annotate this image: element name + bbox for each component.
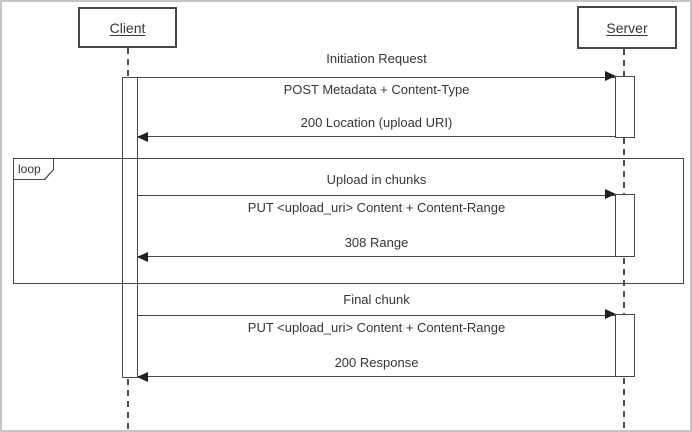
actor-box-server: Server	[577, 6, 677, 49]
request-arrowhead-icon	[605, 189, 616, 199]
actor-box-client: Client	[78, 7, 177, 48]
request-arrowhead-icon	[605, 309, 616, 319]
server-lifeline-segment-3	[623, 258, 625, 314]
request-message-label: PUT <upload_uri> Content + Content-Range	[247, 320, 506, 335]
response-message-label: 200 Response	[334, 355, 419, 370]
server-activation-bar-2	[615, 194, 635, 257]
server-activation-bar-1	[615, 76, 635, 138]
client-lifeline-lower	[127, 379, 129, 429]
request-message-label: PUT <upload_uri> Content + Content-Range	[247, 200, 506, 215]
client-lifeline-upper	[127, 48, 129, 78]
response-arrowhead-icon	[137, 252, 148, 262]
message-pair-box-initiation: POST Metadata + Content-Type 200 Locatio…	[137, 77, 616, 137]
actor-label-client: Client	[109, 19, 146, 36]
loop-label-tab: loop	[13, 158, 54, 180]
response-arrowhead-icon	[137, 372, 148, 382]
server-lifeline-segment-4	[623, 378, 625, 428]
section-title-chunk-upload: Upload in chunks	[326, 172, 427, 187]
section-title-final-chunk: Final chunk	[343, 292, 410, 307]
loop-label: loop	[18, 162, 41, 176]
response-message-label: 200 Location (upload URI)	[300, 115, 453, 130]
section-title-initiation: Initiation Request	[326, 51, 427, 66]
request-message-label: POST Metadata + Content-Type	[283, 82, 470, 97]
response-arrowhead-icon	[137, 132, 148, 142]
server-lifeline-segment-2	[623, 138, 625, 194]
client-activation-bar	[122, 77, 138, 378]
message-pair-box-final-chunk: PUT <upload_uri> Content + Content-Range…	[137, 315, 616, 377]
loop-fragment-frame: loop	[13, 158, 684, 284]
response-message-label: 308 Range	[344, 235, 409, 250]
message-pair-box-chunk-upload: PUT <upload_uri> Content + Content-Range…	[137, 195, 616, 257]
server-lifeline-segment-1	[623, 49, 625, 77]
server-activation-bar-3	[615, 314, 635, 377]
request-arrowhead-icon	[605, 71, 616, 81]
actor-label-server: Server	[606, 19, 648, 36]
